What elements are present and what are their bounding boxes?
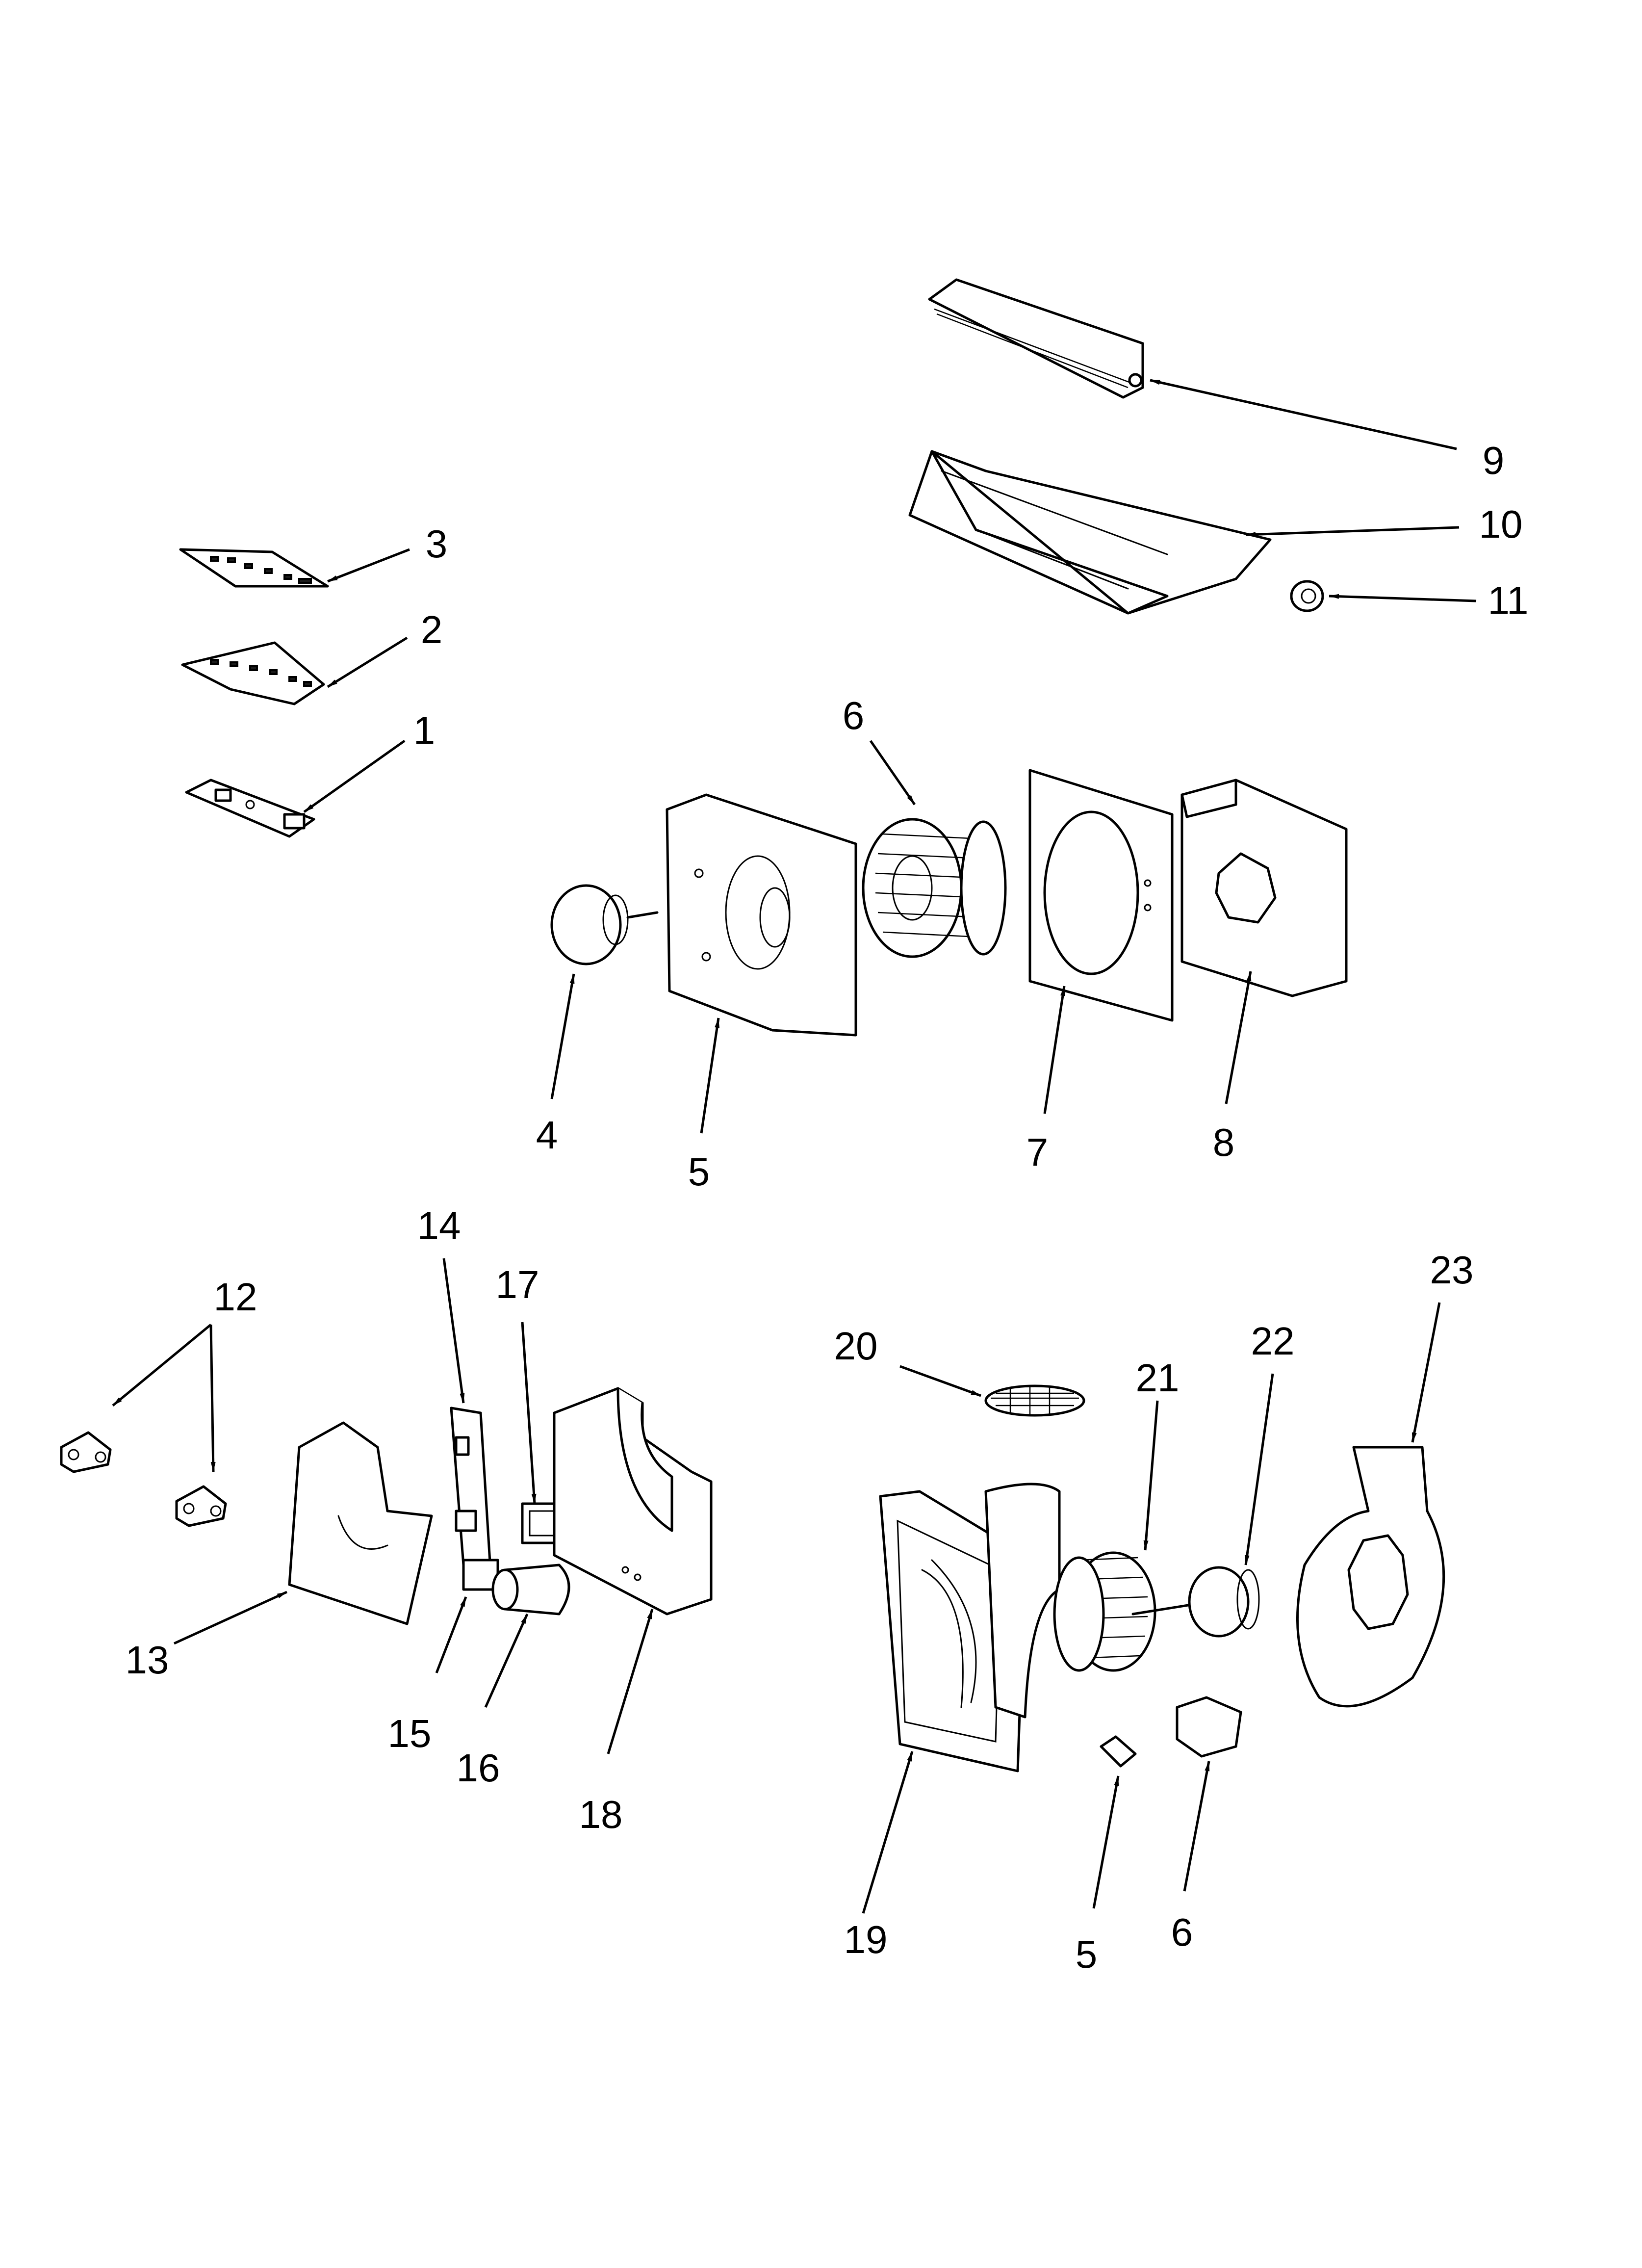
callout-11: 11 xyxy=(1488,578,1528,622)
part-4-motor xyxy=(550,884,659,965)
callout-2: 2 xyxy=(421,608,443,652)
part-9-vent-grille xyxy=(928,278,1144,399)
callout-22: 22 xyxy=(1251,1319,1295,1363)
callout-4: 4 xyxy=(536,1113,558,1157)
part-19-scroll-shroud xyxy=(984,1483,1061,1719)
callout-8: 8 xyxy=(1213,1121,1235,1164)
callout-5: 5 xyxy=(688,1150,710,1194)
part-22-fan-motor xyxy=(1188,1566,1260,1638)
callout-17: 17 xyxy=(496,1263,539,1306)
part-12-hinge-clip-a xyxy=(60,1431,112,1473)
leader-lines xyxy=(112,379,1477,1914)
callout-6-bottom: 6 xyxy=(1171,1910,1193,1954)
callout-6: 6 xyxy=(843,694,865,737)
callout-3: 3 xyxy=(426,522,448,566)
part-5-blower-housing-plate xyxy=(666,793,857,1037)
part-11-lamp-socket xyxy=(1290,580,1324,612)
callout-16: 16 xyxy=(457,1746,500,1790)
part-13-side-panel xyxy=(288,1421,433,1625)
part-12-hinge-clip-b xyxy=(175,1485,227,1527)
part-3-keypad-overlay xyxy=(179,548,329,588)
callout-10: 10 xyxy=(1479,502,1523,546)
callout-21: 21 xyxy=(1136,1356,1180,1400)
callout-15: 15 xyxy=(388,1712,432,1755)
part-6-blower-wheel xyxy=(862,818,1007,958)
callout-23: 23 xyxy=(1430,1248,1474,1292)
part-16-capacitor xyxy=(491,1564,570,1616)
callout-20: 20 xyxy=(834,1324,878,1368)
part-1-control-board xyxy=(185,779,315,838)
part-14-power-board xyxy=(450,1407,492,1571)
callout-5-bottom: 5 xyxy=(1076,1932,1098,1976)
part-5-bracket-plate xyxy=(1100,1735,1137,1768)
callout-14: 14 xyxy=(417,1204,461,1248)
callout-13: 13 xyxy=(126,1638,169,1682)
part-7-mounting-plate xyxy=(1028,769,1174,1022)
part-8-filter-cover xyxy=(1180,779,1348,997)
part-23-blower-scroll xyxy=(1296,1446,1445,1708)
callout-9: 9 xyxy=(1483,439,1505,482)
callout-1: 1 xyxy=(413,708,436,752)
callout-labels: 1 2 3 4 5 6 7 8 9 10 11 12 13 14 15 16 1… xyxy=(126,439,1529,1976)
part-2-control-panel xyxy=(181,641,325,705)
callout-19: 19 xyxy=(844,1918,888,1961)
callout-7: 7 xyxy=(1026,1130,1049,1174)
part-6-motor-bracket xyxy=(1176,1696,1242,1758)
part-20-filter-disk xyxy=(984,1384,1085,1417)
part-18-chassis-bracket xyxy=(553,1387,713,1616)
callout-12: 12 xyxy=(214,1275,257,1319)
part-10-vent-tray xyxy=(908,450,1272,615)
part-21-blower-wheel xyxy=(1053,1551,1196,1672)
callout-18: 18 xyxy=(579,1793,623,1836)
